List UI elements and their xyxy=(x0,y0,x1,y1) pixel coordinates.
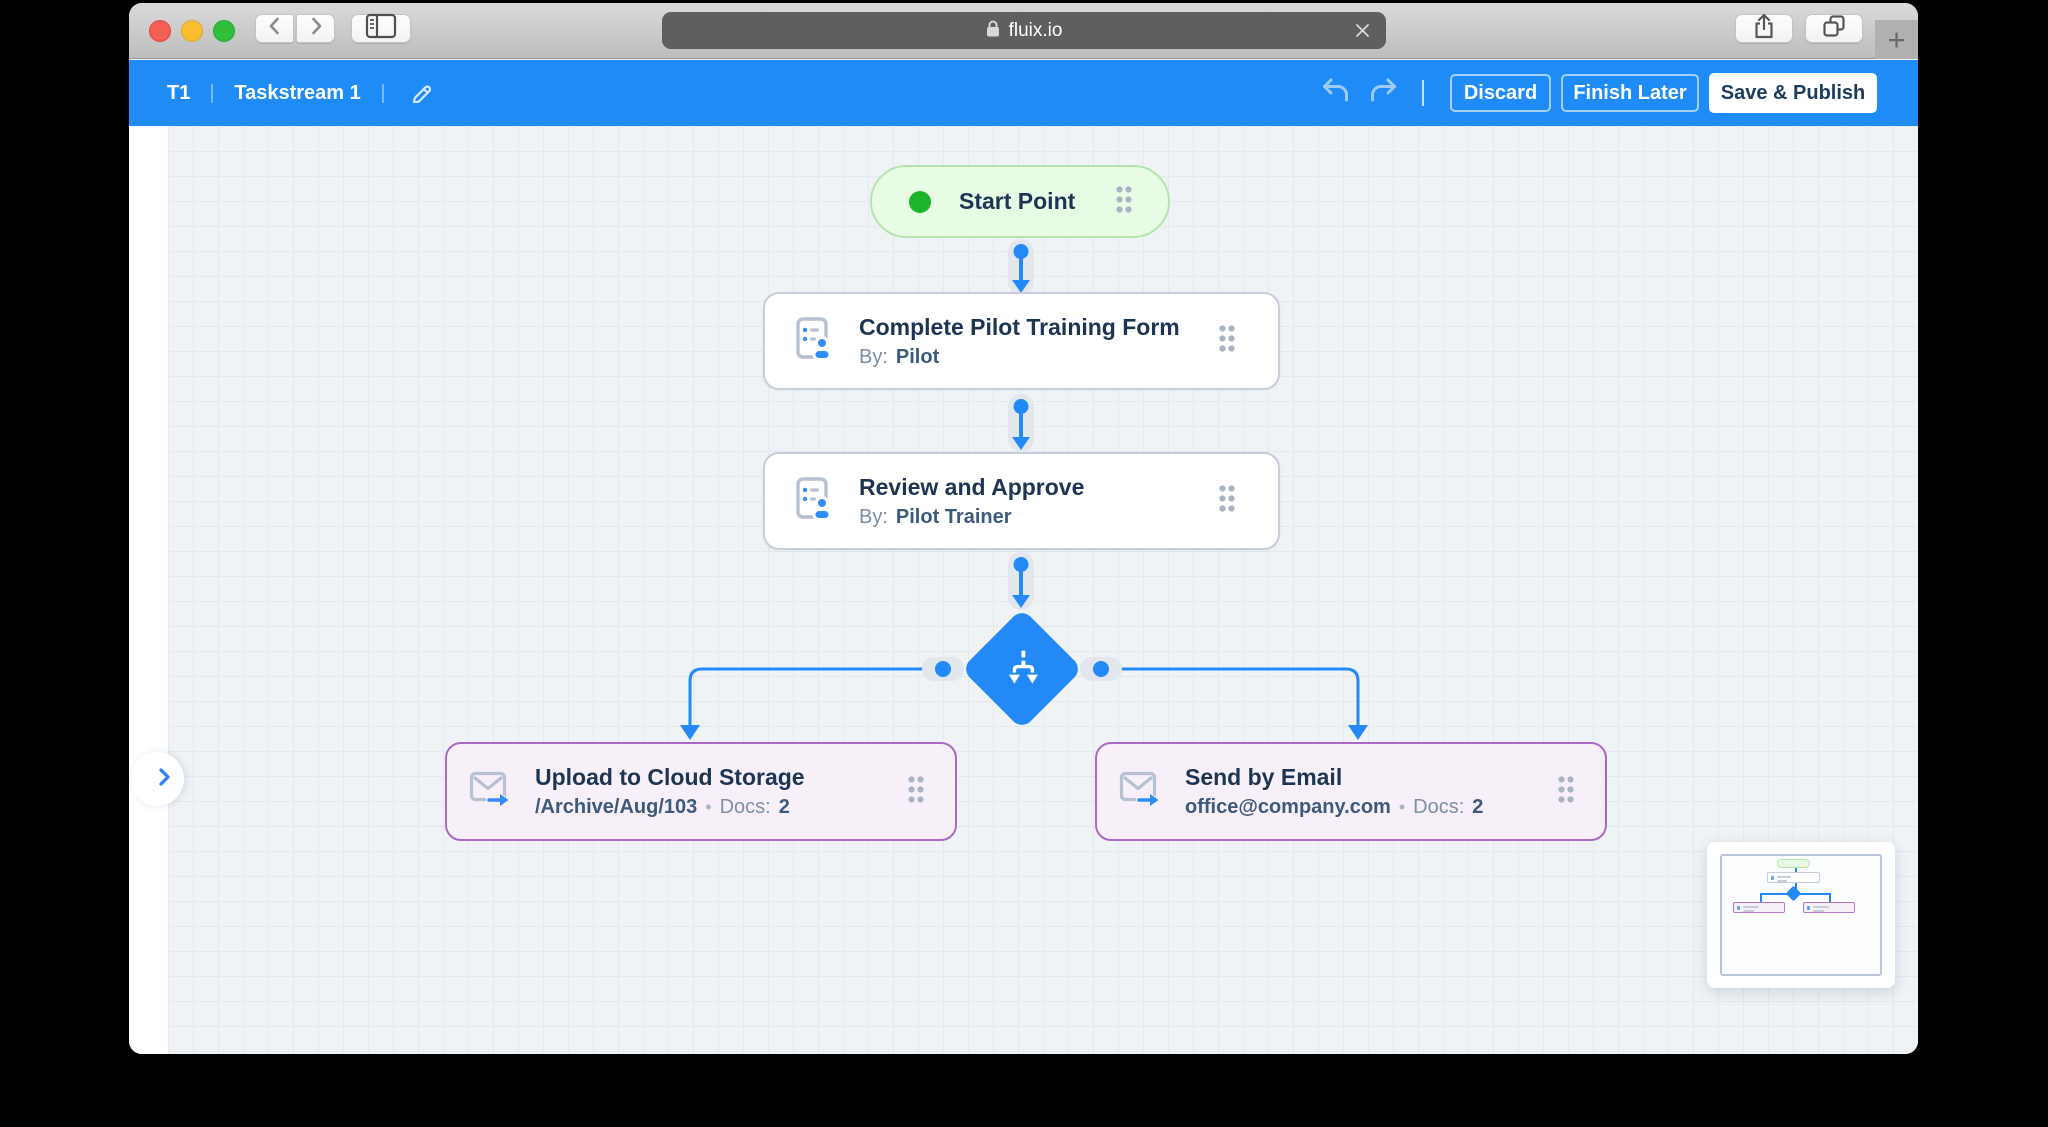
node-title: Send by Email xyxy=(1185,764,1343,790)
chevron-right-icon xyxy=(304,14,328,43)
docs-label: Docs: xyxy=(719,796,771,818)
minimap-output-node xyxy=(1733,902,1785,913)
chevron-left-icon xyxy=(263,14,287,43)
destination-email: office@company.com xyxy=(1185,796,1391,818)
forward-button[interactable] xyxy=(296,14,335,43)
workflow-badge: T1 xyxy=(167,81,191,104)
minimap-viewport xyxy=(1720,854,1882,976)
connector xyxy=(1008,239,1034,295)
minimap-task-node xyxy=(1767,872,1820,883)
zoom-window-button[interactable] xyxy=(213,20,235,42)
redo-icon xyxy=(1368,77,1399,109)
by-label: By: xyxy=(859,345,888,368)
minimap-split-node xyxy=(1785,885,1802,902)
redo-button[interactable] xyxy=(1366,78,1400,108)
sidebar-icon xyxy=(365,13,397,44)
green-dot-icon xyxy=(909,190,931,213)
separator xyxy=(211,83,214,103)
toolbar-actions: Discard Finish Later Save & Publish xyxy=(1318,73,1877,113)
docs-count: 2 xyxy=(778,796,790,818)
output-node-upload-to-cloud-storage[interactable]: Upload to Cloud Storage /Archive/Aug/103… xyxy=(445,742,957,841)
tabs-icon xyxy=(1821,13,1847,44)
plus-icon: + xyxy=(1887,22,1906,57)
discard-button[interactable]: Discard xyxy=(1450,74,1551,112)
sidebar-toggle-button[interactable] xyxy=(351,13,411,44)
port-dot xyxy=(935,661,951,677)
chevron-right-icon xyxy=(153,765,175,794)
save-publish-button[interactable]: Save & Publish xyxy=(1709,73,1877,113)
connector xyxy=(1008,552,1034,610)
separator xyxy=(381,83,384,103)
window-controls xyxy=(149,20,235,42)
destination-path: /Archive/Aug/103 xyxy=(535,796,698,818)
pencil-icon xyxy=(410,79,434,108)
drag-handle[interactable] xyxy=(1115,185,1133,219)
split-decision-node[interactable] xyxy=(961,608,1083,730)
docs-label: Docs: xyxy=(1413,796,1465,818)
docs-count: 2 xyxy=(1472,796,1484,818)
node-title: Review and Approve xyxy=(859,473,1085,500)
node-title: Complete Pilot Training Form xyxy=(859,313,1180,340)
minimize-window-button[interactable] xyxy=(181,20,203,42)
browser-window: fluix.io xyxy=(129,3,1918,1054)
url-text: fluix.io xyxy=(1008,19,1063,41)
undo-button[interactable] xyxy=(1318,78,1352,108)
workflow-canvas[interactable] xyxy=(129,126,1918,1054)
node-subtitle: office@company.com • Docs: 2 xyxy=(1185,796,1483,819)
stop-loading-button[interactable] xyxy=(1352,20,1373,41)
share-button[interactable] xyxy=(1735,12,1793,45)
sidebar-expand-handle[interactable] xyxy=(130,752,184,806)
bullet-separator: • xyxy=(705,797,712,817)
new-tab-button[interactable]: + xyxy=(1875,20,1918,59)
drag-handle[interactable] xyxy=(1218,484,1236,518)
form-task-icon xyxy=(795,316,835,367)
titlebar: fluix.io xyxy=(129,3,1918,59)
send-envelope-icon xyxy=(1119,769,1161,814)
connector-port-track xyxy=(1080,657,1122,681)
finish-later-button[interactable]: Finish Later xyxy=(1561,74,1699,112)
close-window-button[interactable] xyxy=(149,20,171,42)
port-dot xyxy=(1093,661,1109,677)
minimap-output-node xyxy=(1803,902,1855,913)
workflow-breadcrumb: T1 Taskstream 1 xyxy=(129,78,439,108)
drag-handle[interactable] xyxy=(1557,775,1575,809)
node-subtitle: /Archive/Aug/103 • Docs: 2 xyxy=(535,796,805,819)
start-point-label: Start Point xyxy=(959,188,1076,214)
workflow-toolbar: T1 Taskstream 1 xyxy=(129,60,1918,126)
collapsed-sidebar xyxy=(129,126,168,1054)
task-node-review-and-approve[interactable]: Review and Approve By: Pilot Trainer xyxy=(763,452,1280,550)
send-envelope-icon xyxy=(469,769,511,814)
node-subtitle: By: Pilot xyxy=(859,346,1180,369)
form-task-icon xyxy=(795,476,835,527)
minimap[interactable] xyxy=(1707,842,1895,988)
tab-overview-button[interactable] xyxy=(1805,14,1863,43)
by-value: Pilot xyxy=(895,345,940,368)
share-icon xyxy=(1752,12,1776,45)
separator xyxy=(1422,80,1424,106)
task-node-complete-pilot-training-form[interactable]: Complete Pilot Training Form By: Pilot xyxy=(763,292,1280,390)
undo-icon xyxy=(1320,77,1351,109)
node-title: Upload to Cloud Storage xyxy=(535,764,805,790)
edit-title-button[interactable] xyxy=(405,78,439,108)
lock-icon xyxy=(986,19,1000,43)
drag-handle[interactable] xyxy=(1218,324,1236,358)
split-branch-icon xyxy=(989,636,1055,702)
address-bar[interactable]: fluix.io xyxy=(662,12,1386,49)
workflow-title: Taskstream 1 xyxy=(234,81,361,104)
by-value: Pilot Trainer xyxy=(895,505,1012,528)
connector-port-track xyxy=(922,657,964,681)
by-label: By: xyxy=(859,505,888,528)
minimap-start-node xyxy=(1777,859,1810,868)
connector xyxy=(1008,394,1034,452)
canvas-grid xyxy=(168,126,1918,1054)
output-node-send-by-email[interactable]: Send by Email office@company.com • Docs:… xyxy=(1095,742,1607,841)
bullet-separator: • xyxy=(1398,797,1406,817)
drag-handle[interactable] xyxy=(907,775,925,809)
node-subtitle: By: Pilot Trainer xyxy=(859,506,1084,529)
back-button[interactable] xyxy=(255,14,294,43)
start-point-node[interactable]: Start Point xyxy=(870,165,1170,238)
